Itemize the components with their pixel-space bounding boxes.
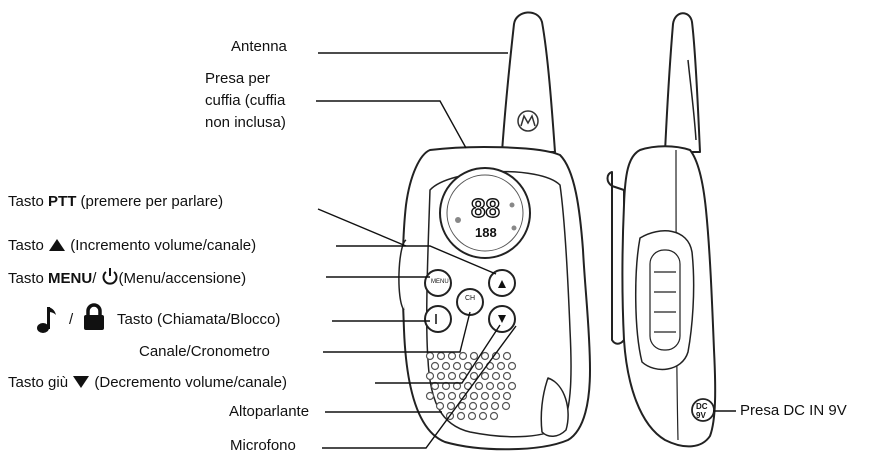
channel-timer-key <box>457 289 483 315</box>
label-antenna: Antenna <box>231 38 287 56</box>
dc-jack-text-top: DC <box>696 402 708 411</box>
label-volume-up: Tasto (Incremento volume/canale) <box>8 237 256 255</box>
label-volume-up-prefix: Tasto <box>8 237 48 254</box>
music-note-icon <box>36 304 58 334</box>
label-ptt-bold: PTT <box>48 193 76 210</box>
label-ptt-suffix: (premere per parlare) <box>76 193 223 210</box>
label-volume-down-prefix: Tasto giù <box>8 374 72 391</box>
label-ptt-prefix: Tasto <box>8 193 48 210</box>
label-call-lock: Tasto (Chiamata/Blocco) <box>117 311 280 329</box>
ch-key-text: CH <box>465 295 475 302</box>
leader-headset-jack <box>316 101 466 148</box>
label-microphone: Microfono <box>230 437 296 455</box>
call-lock-key <box>425 306 451 332</box>
label-menu-slash: / <box>92 270 100 287</box>
label-ptt: Tasto PTT (premere per parlare) <box>8 193 223 211</box>
label-speaker: Altoparlante <box>229 403 309 421</box>
label-menu-suffix: (Menu/accensione) <box>119 270 247 287</box>
label-headset-jack-line1: Presa per <box>205 70 270 88</box>
up-triangle-icon <box>48 238 66 252</box>
lock-icon <box>83 303 105 331</box>
label-headset-jack-line2: cuffia (cuffia <box>205 92 285 110</box>
power-icon <box>101 267 119 285</box>
menu-key-text: MENU <box>431 279 449 285</box>
motorola-logo-icon <box>518 111 538 131</box>
label-volume-down-suffix: (Decremento volume/canale) <box>90 374 287 391</box>
display-small-digits: 188 <box>475 225 497 240</box>
label-volume-up-suffix: (Incremento volume/canale) <box>66 237 256 254</box>
display-digits: 88 <box>471 193 500 223</box>
down-triangle-icon <box>72 375 90 389</box>
label-dc-jack: Presa DC IN 9V <box>740 402 847 420</box>
side-radio <box>608 13 716 446</box>
label-menu-bold: MENU <box>48 270 92 287</box>
label-call-lock-slash: / <box>69 311 73 329</box>
lcd-display: 88 188 <box>440 168 530 258</box>
label-headset-jack-line3: non inclusa) <box>205 114 286 132</box>
label-menu: Tasto MENU/ (Menu/accensione) <box>8 267 246 288</box>
dc-jack-text-bottom: 9V <box>696 411 706 420</box>
label-volume-down: Tasto giù (Decremento volume/canale) <box>8 374 287 392</box>
latch-inner <box>650 250 680 350</box>
leader-ptt <box>318 209 406 246</box>
label-menu-prefix: Tasto <box>8 270 48 287</box>
label-channel-timer: Canale/Cronometro <box>139 343 270 361</box>
